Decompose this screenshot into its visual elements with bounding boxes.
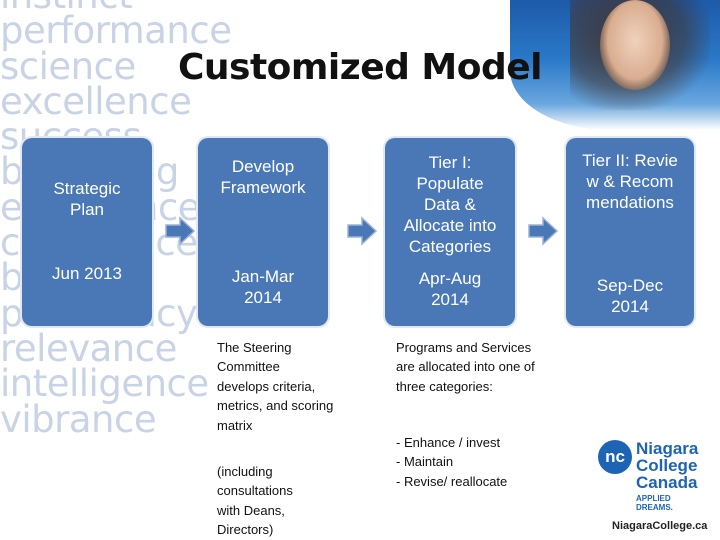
stage-card-tier-one: Tier I: Populate Data & Allocate into Ca… xyxy=(385,138,515,326)
logo-url: NiagaraCollege.ca xyxy=(612,520,708,532)
background-word: relevance xyxy=(0,326,177,370)
right-arrow-icon xyxy=(528,216,559,246)
stage-heading: Tier I: Populate Data & Allocate into Ca… xyxy=(403,153,497,256)
background-word: vibrance xyxy=(0,397,157,441)
background-word: instinct xyxy=(0,0,200,14)
stage-heading: Tier II: Review & Recommendations xyxy=(582,151,678,212)
logo-name-line: Canada xyxy=(636,473,698,492)
stage-card-strategic-plan: Strategic Plan Jun 2013 xyxy=(22,138,152,326)
category-item: - Enhance / invest xyxy=(396,435,501,450)
stage-date: Jan-Mar 2014 xyxy=(231,267,295,307)
logo-name: Niagara College Canada xyxy=(636,440,698,491)
logo-tagline: APPLIED DREAMS. xyxy=(636,494,673,512)
stage-card-tier-two: Tier II: Review & Recommendations Sep-De… xyxy=(566,138,694,326)
stage-card-develop-framework: Develop Framework Jan-Mar 2014 xyxy=(198,138,328,326)
stage-date: Sep-Dec 2014 xyxy=(596,276,664,316)
framework-description: The Steering Committee develops criteria… xyxy=(217,340,334,433)
nc-logo-mark: nc xyxy=(598,440,632,474)
background-word: performance xyxy=(0,9,232,53)
stage-date: Jun 2013 xyxy=(52,264,122,283)
right-arrow-icon xyxy=(347,216,378,246)
right-arrow-icon xyxy=(165,216,196,246)
stage-heading: Develop Framework xyxy=(220,157,306,197)
framework-consultation-note: (including consultations with Deans, Dir… xyxy=(217,464,293,538)
category-item: - Revise/ reallocate xyxy=(396,473,508,489)
slide-title: Customized Model xyxy=(177,47,543,88)
stage-date: Apr-Aug 2014 xyxy=(418,269,482,309)
background-word: science xyxy=(0,44,136,88)
background-word: intelligence xyxy=(0,362,209,406)
tier-one-category-list: - Enhance / invest - Maintain - Revise/ … xyxy=(396,433,546,491)
background-word: excellence xyxy=(0,79,192,123)
logo-name-line: College xyxy=(636,456,698,475)
header-photo-face xyxy=(600,0,670,90)
niagara-college-logo: nc Niagara College Canada APPLIED DREAMS… xyxy=(598,440,708,540)
stage-heading: Strategic Plan xyxy=(53,179,121,219)
logo-name-line: Niagara xyxy=(636,439,699,458)
category-item: - Maintain xyxy=(396,454,454,470)
tier-one-description: Programs and Services are allocated into… xyxy=(396,340,535,394)
